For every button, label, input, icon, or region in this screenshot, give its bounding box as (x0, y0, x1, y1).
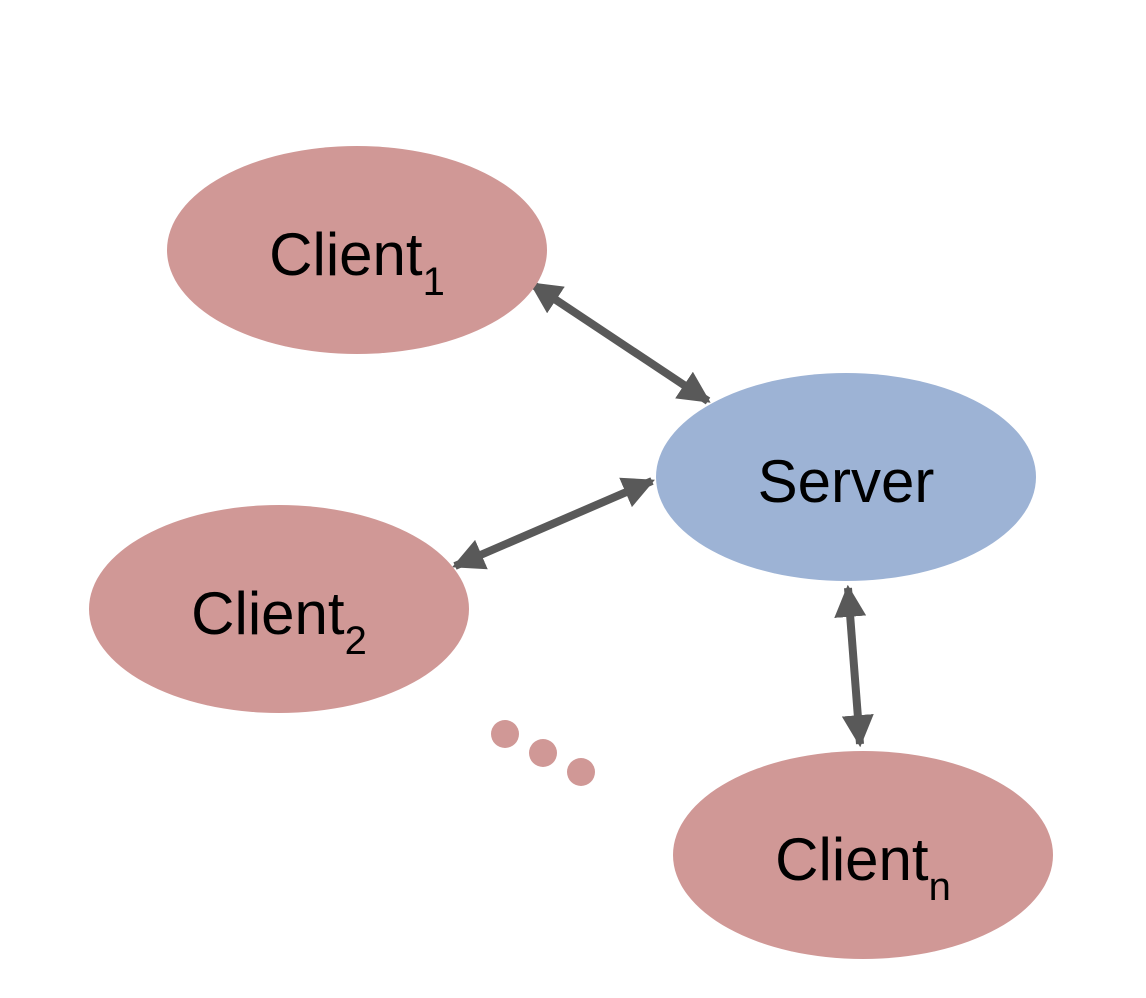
client2-ellipse (89, 505, 469, 713)
clientn-label: Clientn (775, 826, 951, 909)
ellipsis-more-clients (491, 720, 595, 786)
ellipsis-dot-2 (529, 739, 557, 767)
ellipsis-dot-3 (567, 758, 595, 786)
server-ellipse (656, 373, 1036, 581)
client2-subscript: 2 (345, 619, 367, 663)
clientn-subscript: n (929, 865, 951, 909)
client1-subscript: 1 (423, 260, 445, 304)
client2-label: Client2 (191, 580, 367, 663)
node-client1: Client1 (167, 146, 547, 354)
node-server: Server (656, 373, 1036, 581)
ellipsis-dot-1 (491, 720, 519, 748)
edge-client2-server (452, 477, 655, 570)
client1-label: Client1 (269, 221, 445, 304)
clientn-ellipse (673, 751, 1053, 959)
node-clientn: Clientn (673, 751, 1053, 959)
node-client2: Client2 (89, 505, 469, 713)
server-label: Server (758, 448, 935, 515)
client1-ellipse (167, 146, 547, 354)
edge-clientn-server (834, 584, 874, 748)
edge-client1-server (529, 280, 711, 405)
